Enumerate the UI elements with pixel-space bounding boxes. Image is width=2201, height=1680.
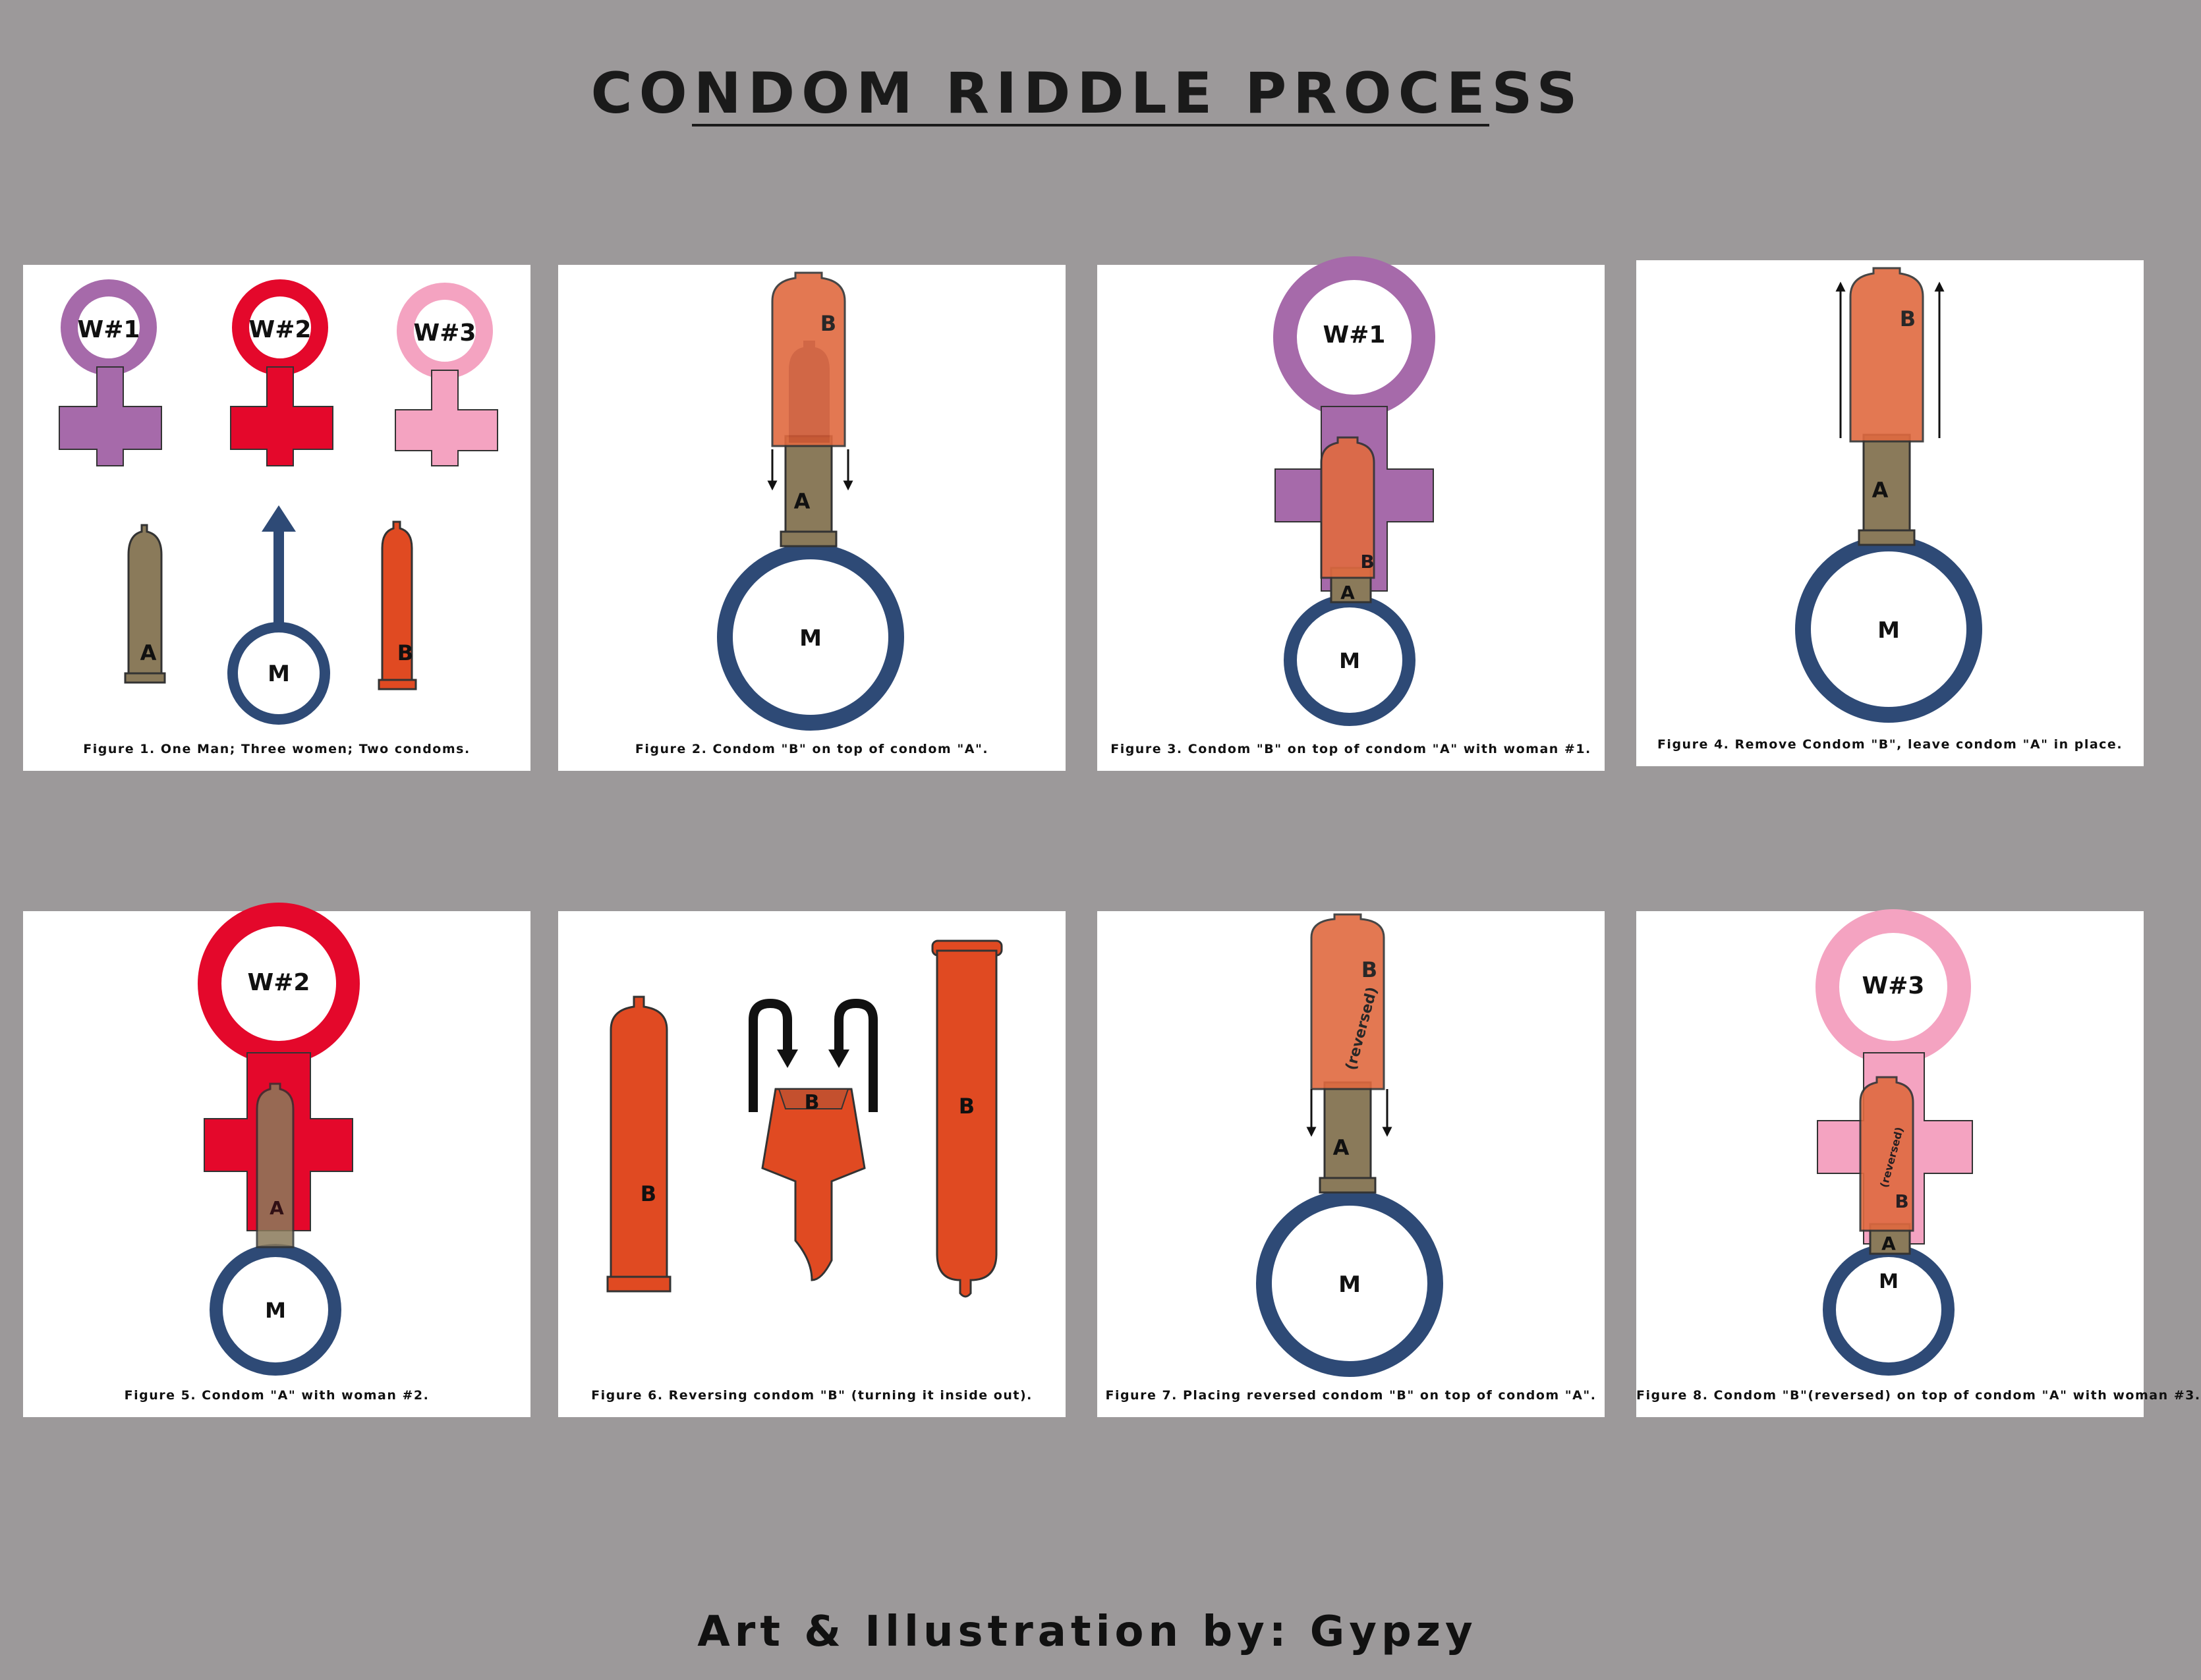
man-label: M [1879,1270,1899,1293]
condom-b-label: B [1361,957,1377,982]
condom-a-label: A [1333,1135,1350,1160]
man-symbol: M [1823,1244,1955,1376]
figure-3-panel: W#1 M A B Figure 3. Condom "B" on top of… [1097,256,1605,771]
figure-8-caption: Figure 8. Condom "B"(reversed) on top of… [1636,1388,2201,1403]
figure-5-illustration: W#2 M A [198,903,360,1376]
artist-credit: Art & Illustration by: Gypzy [697,1608,1477,1656]
man-symbol: M [717,544,904,731]
condom-b-label: B [1895,1190,1908,1212]
man-label: M [1339,648,1360,673]
condom-b-label: B [1360,551,1374,573]
figure-3-caption: Figure 3. Condom "B" on top of condom "A… [1110,742,1591,756]
up-arrows [1835,281,1945,438]
condom-b-label: B [397,640,413,665]
figure-6-caption: Figure 6. Reversing condom "B" (turning … [591,1388,1033,1403]
condom-a: A [1858,434,1916,546]
figure-6-panel: B B B Figure 6. Reversing condom "B" (tu… [558,911,1066,1417]
condom-a: A [1319,1081,1377,1194]
figure-2-caption: Figure 2. Condom "B" on top of condom "A… [635,742,989,756]
figure-3-illustration: W#1 M A B [1273,256,1435,726]
title-underline [692,124,1489,126]
figure-1-panel: W#1 W#2 W#3 A M [23,265,530,771]
figure-4-caption: Figure 4. Remove Condom "B", leave condo… [1657,737,2123,752]
woman-3-label: W#3 [1862,972,1925,999]
condom-b-label: B [805,1091,820,1114]
condom-b-reversed: B (reversed) [1310,913,1385,1090]
condom-a-label: A [270,1197,284,1219]
figure-7-panel: M A B (reversed) Figure 7. Placing rever… [1097,911,1605,1417]
condom-b-reversed: B [931,939,1003,1298]
woman-1-label: W#1 [1323,322,1386,349]
condom-b-reversing: B [761,1088,866,1281]
figure-2-illustration: M A B [717,271,904,731]
condom-b-label: B [641,1181,656,1206]
condom-b-label: B [820,311,836,336]
condom-b: B [1849,267,1924,443]
figure-1-illustration: W#1 W#2 W#3 A M [59,279,498,725]
down-arrows [1306,1089,1392,1137]
condom-a: A [124,524,166,684]
figure-8-panel: W#3 M A B (reversed) Figure 8. Condom "B… [1636,909,2201,1417]
condom-b: B [1320,436,1375,579]
condom-a-label: A [1872,478,1889,503]
condom-a-label: A [140,640,157,665]
condom-b-label: B [1900,306,1916,331]
condom-a-label: A [1881,1233,1896,1254]
figure-4-illustration: M A B [1795,267,1982,723]
man-label: M [265,1298,286,1323]
woman-2-symbol: W#2 [230,279,333,466]
curl-arrows [749,998,878,1112]
figure-4-panel: M A B Figure 4. Remove Condom "B", leave… [1636,260,2144,766]
man-label: M [268,661,290,687]
condom-b: B [771,271,846,447]
man-label: M [799,625,822,652]
condom-a-label: A [794,489,811,514]
figure-6-illustration: B B B [606,939,1003,1298]
figure-7-caption: Figure 7. Placing reversed condom "B" on… [1105,1388,1597,1403]
figure-1-caption: Figure 1. One Man; Three women; Two cond… [83,742,471,756]
condom-b: B [378,520,417,690]
figure-5-caption: Figure 5. Condom "A" with woman #2. [124,1388,430,1403]
condom-a: A [256,1082,295,1248]
man-symbol: M [227,505,330,725]
page-title: CONDOM RIDDLE PROCESS [590,61,1584,126]
figure-8-illustration: W#3 M A B (reversed) [1815,909,1973,1376]
condom-b-label: B [959,1094,975,1119]
down-arrows [767,449,853,491]
condom-b-reversed: B (reversed) [1859,1076,1914,1232]
condom-a-label: A [1340,582,1355,603]
man-symbol: M [210,1244,341,1376]
condom-b-unrolled: B [606,995,672,1293]
figure-2-panel: M A B Figure 2. Condom "B" on top of con… [558,265,1066,771]
woman-1-label: W#1 [78,316,140,343]
woman-1-symbol: W#1 [59,279,162,466]
woman-3-symbol: W#3 [395,283,498,466]
man-symbol: M [1256,1190,1443,1377]
figure-5-panel: W#2 M A Figure 5. Condom "A" with woman … [23,903,530,1417]
woman-3-label: W#3 [414,320,476,347]
man-label: M [1338,1272,1361,1298]
figure-7-illustration: M A B (reversed) [1256,913,1443,1377]
man-symbol: M [1795,536,1982,723]
man-symbol: M [1284,594,1415,726]
woman-2-label: W#2 [248,969,310,996]
woman-2-label: W#2 [249,316,312,343]
condom-a: A [780,435,838,547]
man-label: M [1877,617,1900,644]
